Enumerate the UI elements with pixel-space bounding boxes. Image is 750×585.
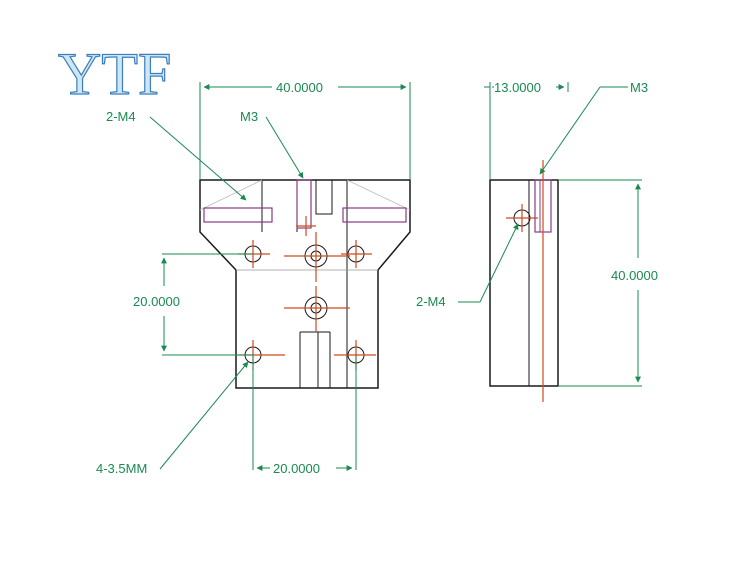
front-vertical-spacing-dimension: 20.0000	[133, 294, 180, 309]
front-horizontal-spacing-dimension: 20.0000	[273, 461, 320, 476]
label-side-threads-front: 2-M4	[106, 109, 136, 124]
label-top-thread-front: M3	[240, 109, 258, 124]
label-top-thread-side: M3	[630, 80, 648, 95]
label-mount-holes: 4-3.5MM	[96, 461, 147, 476]
side-dimensions	[458, 82, 642, 387]
side-centerlines	[506, 160, 544, 402]
front-width-dimension: 40.0000	[276, 80, 323, 95]
front-centerlines	[238, 216, 376, 370]
front-view: 40.0000 20.0000 20.0000 2-M4 M3 4-3.5MM	[96, 80, 411, 476]
top-thread	[296, 179, 312, 229]
side-thread-left	[203, 207, 273, 223]
side-width-dimension: 13.0000	[494, 80, 541, 95]
logo: YTF	[58, 41, 171, 107]
front-view-outline	[199, 179, 411, 389]
side-view: 13.0000 40.0000 M3 2-M4	[416, 80, 658, 402]
side-thread-right	[342, 207, 407, 223]
front-dimensions	[149, 82, 411, 471]
label-side-threads-side: 2-M4	[416, 294, 446, 309]
side-height-dimension: 40.0000	[611, 268, 658, 283]
side-view-outline	[489, 179, 559, 387]
